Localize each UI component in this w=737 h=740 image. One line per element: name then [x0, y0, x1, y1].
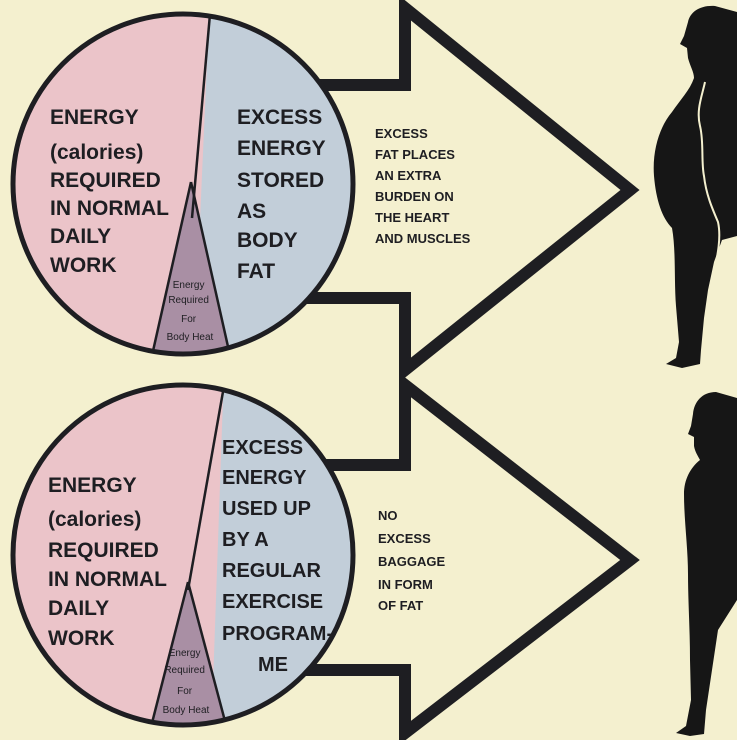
fit-silhouette-icon: [676, 392, 737, 736]
panel-excess-fat: ENERGY (calories) REQUIRED IN NORMAL DAI…: [0, 0, 737, 400]
energy-pie-chart: ENERGY (calories) REQUIRED IN NORMAL DAI…: [0, 370, 400, 740]
energy-pie-chart: ENERGY (calories) REQUIRED IN NORMAL DAI…: [0, 0, 400, 400]
arrow-caption-excess-fat: EXCESS FAT PLACES AN EXTRA BURDEN ON THE…: [375, 126, 471, 246]
overweight-silhouette-icon: [654, 6, 737, 368]
panel-no-excess-fat: ENERGY (calories) REQUIRED IN NORMAL DAI…: [0, 370, 737, 740]
arrow-caption-no-excess: NO EXCESS BAGGAGE IN FORM OF FAT: [378, 508, 449, 613]
pie-slice-exercise: [210, 370, 400, 740]
